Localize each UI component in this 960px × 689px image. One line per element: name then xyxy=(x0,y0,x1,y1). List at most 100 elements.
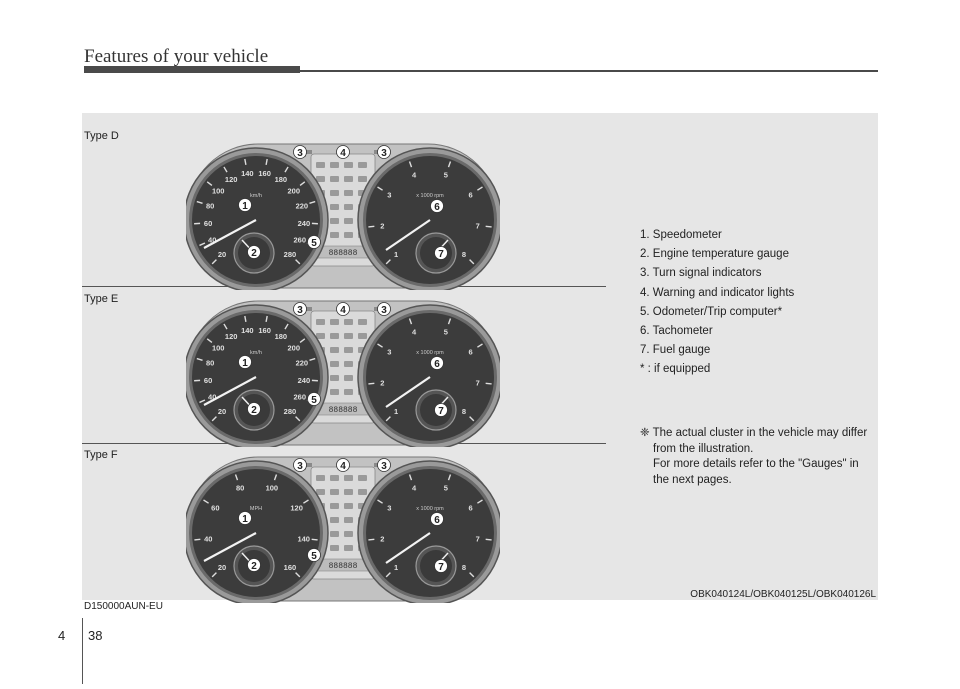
callout-number: 6 xyxy=(434,515,440,526)
image-code: OBK040124L/OBK040125L/OBK040126L xyxy=(690,589,876,600)
reference-code: D150000AUN-EU xyxy=(84,601,163,612)
speedometer-unit: MPH xyxy=(250,506,262,512)
warning-light-icon xyxy=(358,176,367,182)
speedometer-tick-label: 120 xyxy=(290,503,303,512)
speedometer-tick-label: 140 xyxy=(241,169,254,178)
callout-number: 2 xyxy=(251,561,257,572)
warning-light-icon xyxy=(344,190,353,196)
callout-number: 4 xyxy=(340,148,346,159)
tachometer-unit: x 1000 rpm xyxy=(416,350,444,356)
type-e-label: Type E xyxy=(84,293,119,305)
speedometer-tick-label: 260 xyxy=(294,236,307,245)
odometer-digits: 888888 xyxy=(329,249,358,258)
callout-number: 2 xyxy=(251,248,257,259)
callout-marker xyxy=(238,355,252,369)
speedometer-tick xyxy=(299,338,306,344)
warning-light-icon xyxy=(330,333,339,339)
warning-light-icon xyxy=(316,489,325,495)
callout-marker xyxy=(238,511,252,525)
speedometer-tick xyxy=(309,357,316,362)
tachometer-tick-label: 7 xyxy=(476,221,480,230)
tachometer-tick-label: 8 xyxy=(462,250,466,259)
callout-marker xyxy=(430,199,444,213)
callout-marker xyxy=(307,235,321,249)
callout-marker xyxy=(238,198,252,212)
type-f-label: Type F xyxy=(84,449,118,461)
tachometer-needle xyxy=(385,376,431,408)
speedometer-tick xyxy=(223,323,228,330)
warning-light-icon xyxy=(344,204,353,210)
tachometer-tick xyxy=(485,538,492,541)
tachometer-tick xyxy=(377,343,383,348)
warning-light-icon xyxy=(358,475,367,481)
warning-light-icon xyxy=(330,389,339,395)
warning-light-icon xyxy=(330,531,339,537)
warning-light-icon xyxy=(344,232,353,238)
type-d-label: Type D xyxy=(84,130,119,142)
tachometer-tick xyxy=(477,343,483,348)
legend-item: 7. Fuel gauge xyxy=(640,344,711,357)
warning-light-icon xyxy=(344,531,353,537)
warning-light-icon xyxy=(330,361,339,367)
speedometer-tick-label: 140 xyxy=(297,534,310,543)
warning-light-icon xyxy=(330,375,339,381)
warning-light-icon xyxy=(344,176,353,182)
callout-number: 6 xyxy=(434,202,440,213)
legend-item: 3. Turn signal indicators xyxy=(640,267,762,280)
speedometer-tick xyxy=(295,259,301,265)
tachometer-tick xyxy=(385,416,391,422)
note-symbol-icon: ❈ xyxy=(640,427,650,439)
speedometer-tick xyxy=(223,166,228,173)
tachometer-tick-label: 5 xyxy=(444,328,448,337)
speedometer-tick-label: 200 xyxy=(288,186,301,195)
speedometer-tick xyxy=(206,338,213,344)
speedometer-tick xyxy=(211,416,217,422)
speedometer-tick xyxy=(194,538,201,541)
speedometer-needle xyxy=(203,219,257,249)
speedometer-tick xyxy=(295,416,301,422)
tachometer-tick-label: 7 xyxy=(476,534,480,543)
speedometer-tick-label: 200 xyxy=(288,343,301,352)
tachometer-tick-label: 2 xyxy=(380,378,384,387)
speedometer-tick xyxy=(203,499,209,504)
tachometer-needle xyxy=(385,532,431,564)
warning-light-icon xyxy=(330,347,339,353)
tachometer-tick xyxy=(385,259,391,265)
warning-light-icon xyxy=(358,489,367,495)
callout-marker xyxy=(293,458,307,472)
tachometer-tick-label: 1 xyxy=(394,407,398,416)
warning-light-icon xyxy=(344,489,353,495)
speedometer-tick-label: 160 xyxy=(284,563,297,572)
speedometer-tick-label: 40 xyxy=(204,534,212,543)
speedometer-tick-label: 20 xyxy=(218,407,226,416)
callout-marker xyxy=(293,302,307,316)
callout-marker xyxy=(430,512,444,526)
callout-number: 1 xyxy=(242,514,248,525)
warning-light-icon xyxy=(330,190,339,196)
speedometer-tick xyxy=(265,315,268,323)
speedometer-tick-label: 40 xyxy=(208,393,216,402)
speedometer-tick-label: 240 xyxy=(298,376,311,385)
tachometer-tick xyxy=(469,416,475,422)
tachometer-tick xyxy=(368,382,375,385)
tachometer-tick-label: 3 xyxy=(387,347,391,356)
speedometer-tick-label: 180 xyxy=(275,332,288,341)
tachometer-tick-label: 2 xyxy=(380,221,384,230)
callout-marker xyxy=(434,559,448,573)
tachometer-tick-label: 6 xyxy=(469,503,473,512)
callout-number: 3 xyxy=(381,461,387,472)
legend-item: 1. Speedometer xyxy=(640,229,722,241)
speedometer-tick xyxy=(311,538,318,541)
speedometer-tick xyxy=(234,474,239,481)
tachometer-tick xyxy=(447,161,452,168)
warning-light-icon xyxy=(344,375,353,381)
warning-light-icon xyxy=(330,176,339,182)
speedometer-tick xyxy=(206,181,213,187)
speedometer-tick-label: 280 xyxy=(284,407,297,416)
callout-marker xyxy=(307,392,321,406)
tachometer-tick-label: 8 xyxy=(462,563,466,572)
warning-light-icon xyxy=(316,319,325,325)
